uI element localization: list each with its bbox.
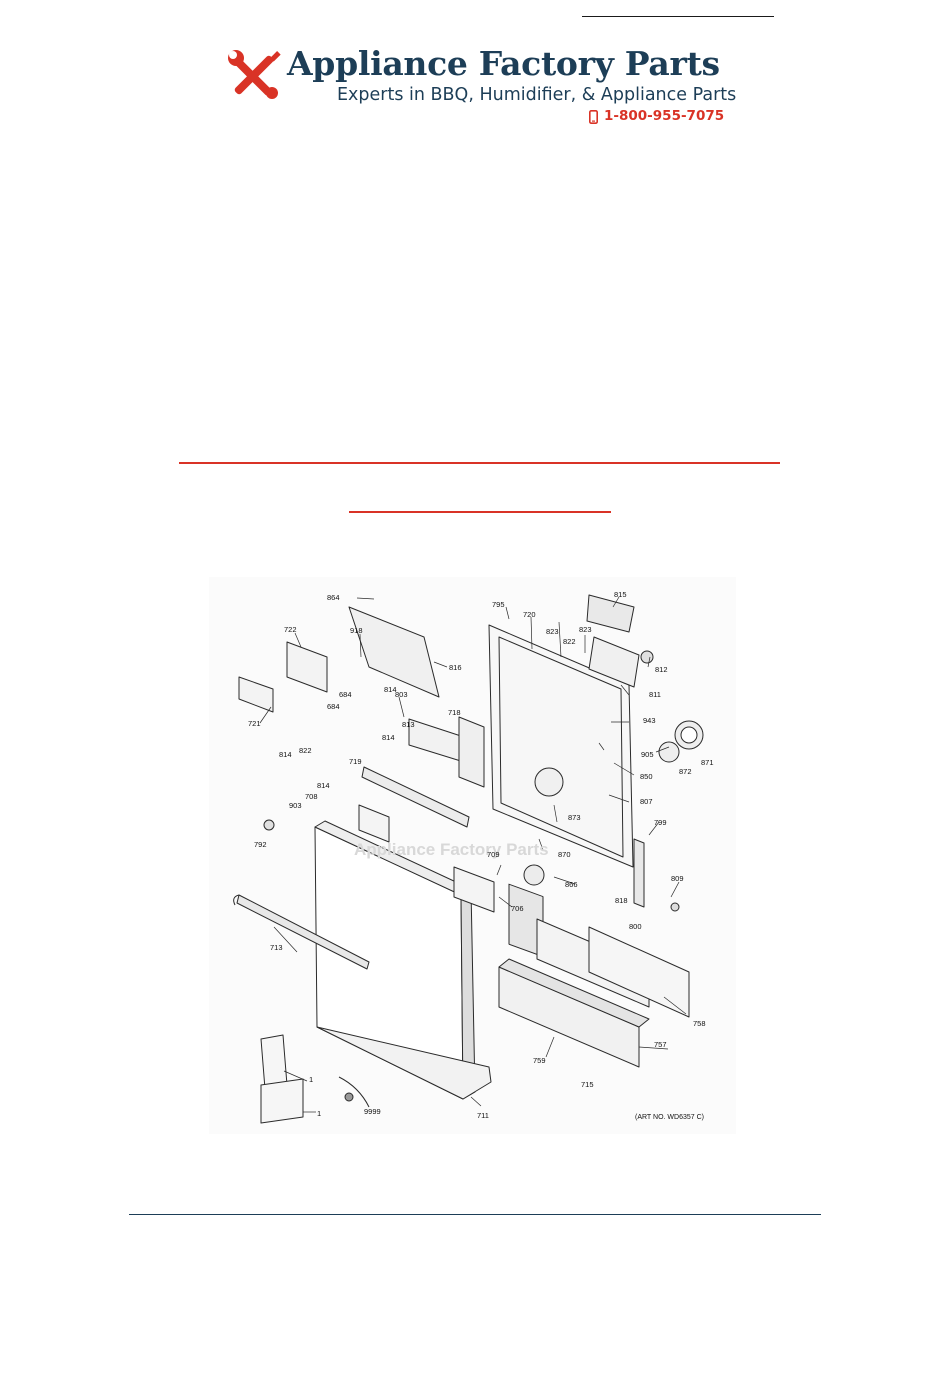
callout-labels: 864 795 720 815 722 918 823 822 823 812 … bbox=[248, 590, 714, 1120]
callout: 866 bbox=[565, 880, 578, 889]
inner-door bbox=[488, 624, 634, 868]
callout: 814 bbox=[279, 750, 292, 759]
callout: 822 bbox=[563, 637, 576, 646]
callout: 943 bbox=[643, 716, 656, 725]
callout: 1 bbox=[309, 1075, 313, 1084]
logo bbox=[226, 50, 282, 100]
callout: 903 bbox=[289, 801, 302, 810]
phone-number[interactable]: 1-800-955-7075 bbox=[604, 108, 725, 124]
callout: 815 bbox=[614, 590, 627, 599]
callout: 905 bbox=[641, 750, 654, 759]
callout: 816 bbox=[449, 663, 462, 672]
callout: 708 bbox=[305, 792, 318, 801]
top-rule bbox=[582, 16, 774, 17]
callout: 709 bbox=[487, 850, 500, 859]
handle-bar bbox=[236, 894, 370, 970]
callout: 871 bbox=[701, 758, 714, 767]
callout: 850 bbox=[640, 772, 653, 781]
callout: 800 bbox=[629, 922, 642, 931]
callout: 864 bbox=[327, 593, 340, 602]
callout: 799 bbox=[654, 818, 667, 827]
phone-icon bbox=[589, 110, 599, 124]
red-divider bbox=[179, 462, 780, 464]
callout: 872 bbox=[679, 767, 692, 776]
callout: 823 bbox=[579, 625, 592, 634]
callout: 718 bbox=[448, 708, 461, 717]
callout: 1 bbox=[317, 1109, 321, 1118]
callout: 719 bbox=[349, 757, 362, 766]
callout: 803 bbox=[395, 690, 408, 699]
callout: 9999 bbox=[364, 1107, 381, 1116]
callout: 812 bbox=[655, 665, 668, 674]
callout: 757 bbox=[654, 1040, 667, 1049]
callout: 684 bbox=[327, 702, 340, 711]
callout: 918 bbox=[350, 626, 363, 635]
callout: 792 bbox=[254, 840, 267, 849]
callout: 811 bbox=[649, 690, 661, 699]
watermark-text: Appliance Factory Parts bbox=[354, 840, 549, 859]
callout: 870 bbox=[558, 850, 571, 859]
brand-tagline: Experts in BBQ, Humidifier, & Appliance … bbox=[337, 85, 737, 105]
callout: 814 bbox=[317, 781, 330, 790]
callout: 814 bbox=[384, 685, 397, 694]
bottom-rule bbox=[129, 1214, 821, 1215]
callout: 684 bbox=[339, 690, 352, 699]
callout: 715 bbox=[581, 1080, 594, 1089]
callout: 721 bbox=[248, 719, 261, 728]
callout: 711 bbox=[477, 1111, 489, 1120]
callout: 807 bbox=[640, 797, 653, 806]
callout: 795 bbox=[492, 600, 505, 609]
wrench-screwdriver-icon bbox=[228, 50, 281, 99]
callout: 809 bbox=[671, 874, 684, 883]
callout: 713 bbox=[270, 943, 283, 952]
callout: 873 bbox=[568, 813, 581, 822]
callout: 813 bbox=[402, 720, 415, 729]
callout: 759 bbox=[533, 1056, 546, 1065]
callout: 823 bbox=[546, 627, 559, 636]
callout: 814 bbox=[382, 733, 395, 742]
callout: 706 bbox=[511, 904, 524, 913]
brand-name: Appliance Factory Parts bbox=[287, 44, 720, 83]
red-underline bbox=[349, 511, 611, 513]
callout: 758 bbox=[693, 1019, 706, 1028]
exploded-view-svg: Appliance Factory Parts 864 795 720 815 … bbox=[209, 577, 736, 1134]
art-number: (ART NO. WD6357 C) bbox=[635, 1114, 704, 1121]
callout: 818 bbox=[615, 896, 628, 905]
callout: 722 bbox=[284, 625, 297, 634]
callout: 822 bbox=[299, 746, 312, 755]
parts-diagram: Appliance Factory Parts 864 795 720 815 … bbox=[209, 577, 736, 1134]
callout: 720 bbox=[523, 610, 536, 619]
